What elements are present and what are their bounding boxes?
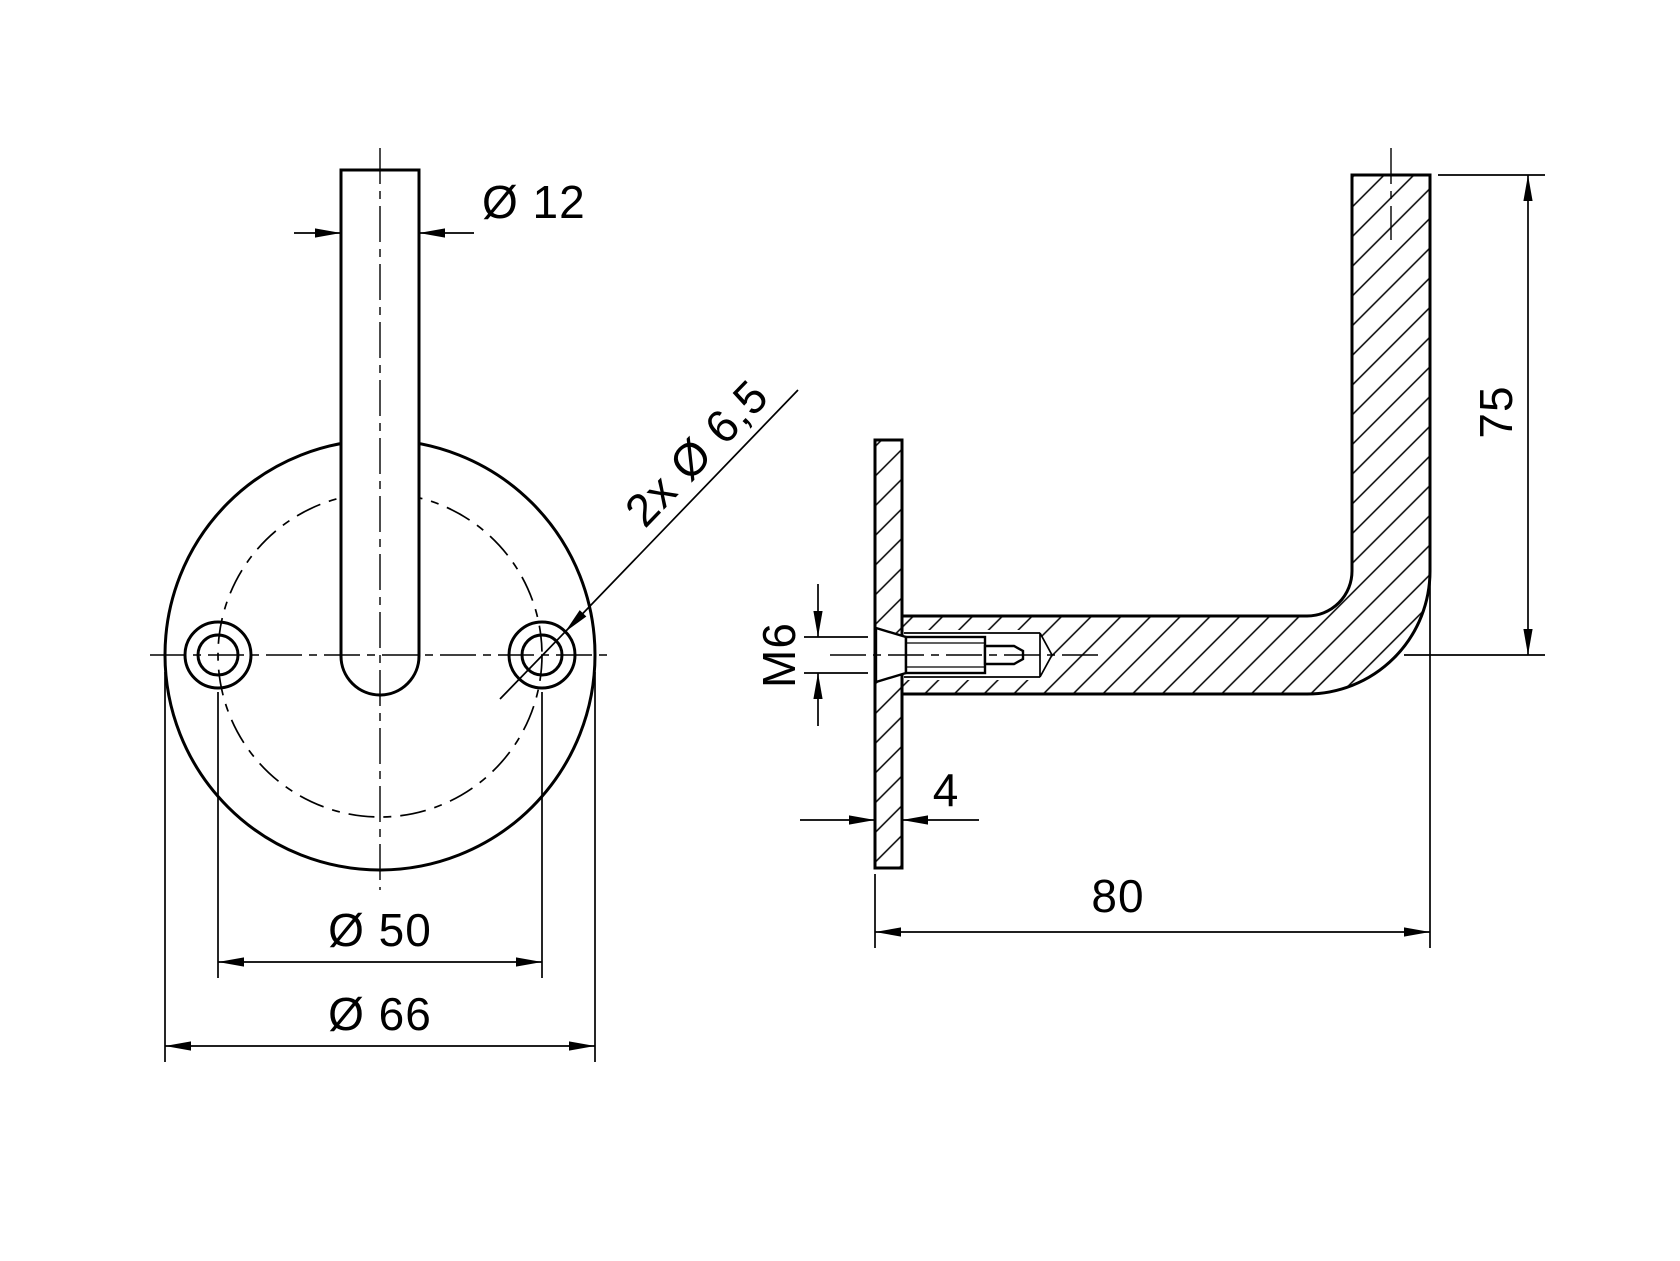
dimension-arm-height: 75 xyxy=(1404,174,1545,656)
mounting-holes-label: 2x Ø 6,5 xyxy=(615,369,779,536)
dimension-arm-diameter: Ø 12 xyxy=(294,176,586,238)
dimension-plate-thickness: 4 xyxy=(800,764,979,825)
arm-length-label: 80 xyxy=(1091,870,1144,922)
dimension-flange-diameter: Ø 66 xyxy=(164,672,596,1062)
arm-diameter-label: Ø 12 xyxy=(482,176,586,228)
side-view: M6 4 75 80 xyxy=(753,148,1545,948)
handrail-arm xyxy=(339,168,421,697)
plate-thickness-label: 4 xyxy=(933,764,960,816)
front-view: Ø 12 2x Ø 6,5 Ø 50 Ø 66 xyxy=(150,148,799,1062)
dimension-screw-thread: M6 xyxy=(753,584,868,726)
screw-thread-label: M6 xyxy=(753,622,805,688)
arm-height-label: 75 xyxy=(1470,385,1522,438)
dimension-bolt-circle: Ø 50 xyxy=(217,692,543,978)
flange-diameter-label: Ø 66 xyxy=(328,988,432,1040)
dimension-arm-length: 80 xyxy=(874,582,1431,948)
bolt-circle-label: Ø 50 xyxy=(328,904,432,956)
bracket-body xyxy=(900,173,1432,696)
